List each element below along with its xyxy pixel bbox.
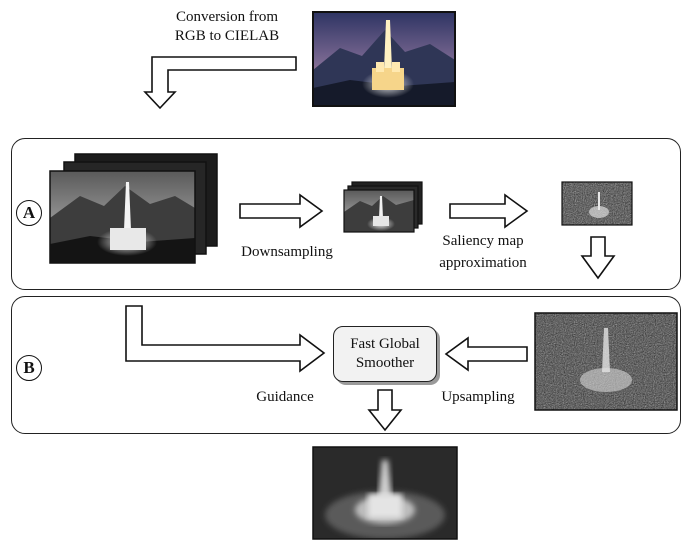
panel-b-badge: B: [16, 355, 42, 381]
saliency-approx-arrow: [449, 193, 529, 229]
output-saliency-image: [313, 447, 457, 539]
panel-b: [11, 296, 681, 434]
panel-a-badge: A: [16, 200, 42, 226]
guidance-arrow: [125, 305, 326, 373]
fast-global-smoother-box: Fast Global Smoother: [333, 326, 437, 382]
saliency-map-small: [562, 182, 632, 225]
lab-channel-stack: [49, 153, 218, 264]
output-down-arrow: [367, 389, 403, 432]
saliency-map-upsampled: [535, 313, 677, 410]
saliency-down-arrow: [580, 236, 616, 280]
downsampled-stack: [343, 181, 423, 233]
input-color-image: [313, 12, 455, 106]
guidance-label: Guidance: [256, 389, 314, 405]
downsampling-arrow: [239, 193, 324, 229]
conversion-label-line1: Conversion from: [175, 9, 279, 25]
downsampling-label: Downsampling: [241, 244, 333, 260]
upsampling-arrow: [444, 336, 528, 372]
upsampling-label: Upsampling: [441, 389, 515, 405]
saliency-label-line1: Saliency map: [442, 233, 524, 249]
conversion-arrow: [143, 56, 297, 110]
fgs-label-line1: Fast Global: [350, 336, 420, 352]
conversion-label-line2: RGB to CIELAB: [174, 28, 280, 44]
panel-a: [11, 138, 681, 290]
fgs-label-line2: Smoother: [355, 355, 415, 371]
saliency-label-line2: approximation: [439, 255, 527, 271]
